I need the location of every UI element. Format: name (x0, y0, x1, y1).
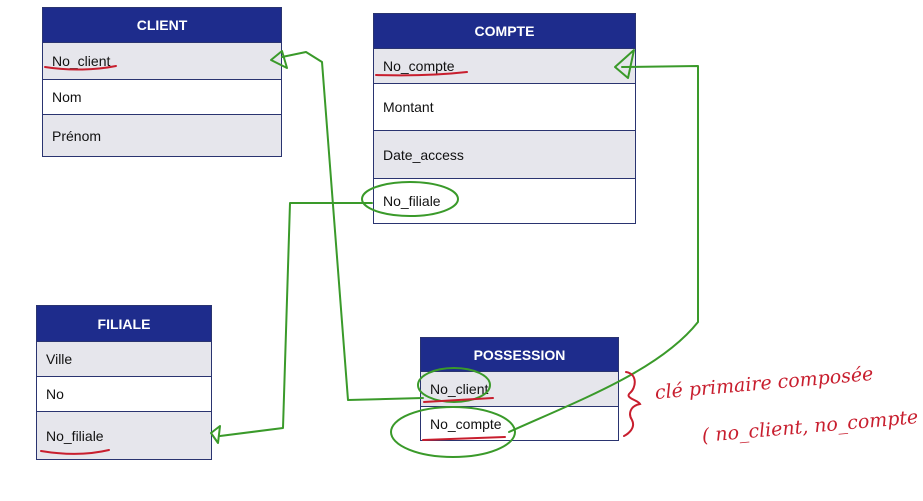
compte-field-no-compte: No_compte (374, 48, 635, 83)
possession-table-title: POSSESSION (421, 338, 618, 371)
possession-field-no-compte: No_compte (421, 406, 618, 440)
client-table-title: CLIENT (43, 8, 281, 42)
filiale-field-no-filiale: No_filiale (37, 411, 211, 459)
client-field-no-client: No_client (43, 42, 281, 79)
compte-field-montant: Montant (374, 83, 635, 130)
filiale-table-title: FILIALE (37, 306, 211, 341)
client-table: CLIENT No_client Nom Prénom (42, 7, 282, 157)
brace (623, 371, 642, 437)
client-field-nom: Nom (43, 79, 281, 114)
client-field-prenom: Prénom (43, 114, 281, 156)
compte-table-title: COMPTE (374, 14, 635, 48)
filiale-table: FILIALE Ville No No_filiale (36, 305, 212, 460)
compte-table: COMPTE No_compte Montant Date_access No_… (373, 13, 636, 224)
compte-field-no-filiale: No_filiale (374, 178, 635, 223)
annotation-line-1: clé primaire composée (654, 362, 875, 404)
possession-field-no-client: No_client (421, 371, 618, 406)
filiale-field-no: No (37, 376, 211, 411)
compte-field-date-access: Date_access (374, 130, 635, 178)
link-no-filiale (219, 202, 373, 437)
arrow-filiale-no-filiale (210, 425, 221, 444)
possession-table: POSSESSION No_client No_compte (420, 337, 619, 441)
annotation-line-2: ( no_client, no_compte (701, 406, 920, 447)
filiale-field-ville: Ville (37, 341, 211, 376)
